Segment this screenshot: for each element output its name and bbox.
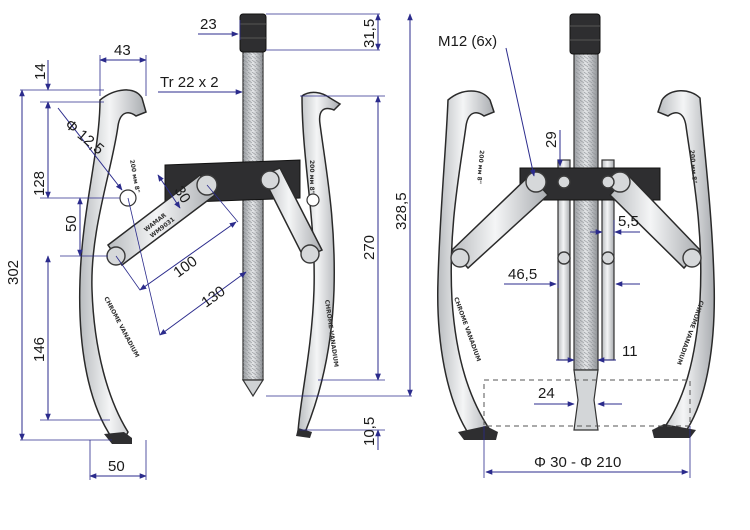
right-link-top-bolt: [260, 170, 280, 190]
spindle-thread: [243, 50, 263, 380]
front-right-capacity-engraving: 200 мм 8": [688, 150, 698, 184]
dim-thread: Tr 22 x 2: [160, 74, 219, 91]
dim-328-5: 328,5: [393, 192, 410, 230]
dim-29: 29: [543, 131, 560, 148]
right-arm: [297, 91, 342, 433]
right-arm-hole: [306, 193, 320, 207]
dim-128: 128: [31, 171, 48, 196]
dim-43: 43: [114, 42, 131, 59]
dim-100: 100: [170, 253, 200, 281]
right-link: [260, 167, 324, 259]
left-arm-material-engraving: CHROME VANADIUM: [102, 296, 140, 359]
front-left-capacity-engraving: 200 мм 8": [475, 150, 485, 184]
left-view: 200 мм 8" WAMAR WM9031 CHROME VANADIUM 2…: [5, 13, 413, 480]
right-view: 200 мм 8" 200 мм 8" CHROME VANADIUM CHRO…: [437, 13, 716, 478]
spindle-front-nut: [569, 13, 601, 55]
dim-30: 30: [171, 183, 194, 206]
dim-31-5: 31,5: [361, 19, 378, 48]
left-arm-capacity-engraving: 200 мм 8": [128, 159, 141, 194]
right-link-bottom-bolt: [300, 244, 320, 264]
dim-span: Φ 30 - Φ 210: [534, 454, 621, 471]
right-arm-capacity-engraving: 200 мм 8": [308, 160, 315, 194]
dim-23: 23: [200, 16, 217, 33]
spindle-nut: [239, 13, 267, 53]
dim-11: 11: [622, 343, 638, 360]
left-arm: [78, 89, 147, 441]
right-arm-tip: [296, 428, 312, 438]
spindle-tip: [241, 379, 265, 398]
dim-m12: M12 (6x): [438, 33, 497, 50]
dim-5-5: 5,5: [618, 213, 639, 230]
left-link-bolt: [106, 246, 126, 266]
dim-46-5: 46,5: [508, 266, 537, 283]
dim-50-bottom: 50: [108, 458, 125, 475]
dim-10-5: 10,5: [361, 417, 378, 446]
front-left-arm: [437, 90, 495, 439]
dim-130: 130: [198, 283, 228, 311]
span-range-box: [483, 379, 691, 427]
dim-270: 270: [361, 235, 378, 260]
dim-302: 302: [5, 260, 22, 285]
dim-14: 14: [32, 63, 49, 80]
spindle-front-tip: [573, 369, 599, 431]
left-arm-tip: [104, 432, 132, 444]
dim-24: 24: [538, 385, 555, 402]
front-right-arm: [657, 90, 716, 437]
dim-146: 146: [31, 337, 48, 362]
dim-50-left: 50: [63, 215, 80, 232]
